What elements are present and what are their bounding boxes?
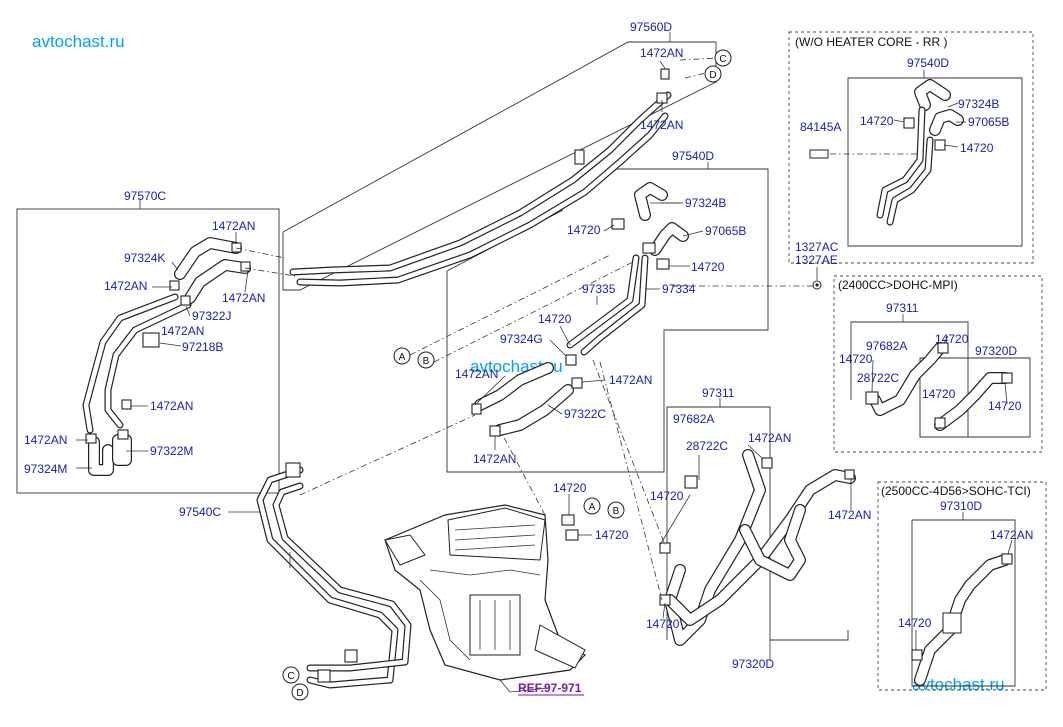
svg-text:C: C bbox=[287, 671, 294, 682]
part-label: 14720 bbox=[691, 260, 725, 274]
part-label: 97682A bbox=[673, 412, 714, 426]
part-label: 1472AN bbox=[212, 219, 255, 233]
reference-label[interactable]: REF.97-971 bbox=[518, 681, 582, 695]
part-label: 97570C bbox=[124, 189, 166, 203]
watermark-bottom-right: avtochast.ru bbox=[912, 675, 1005, 694]
hose-97311-frame bbox=[666, 398, 849, 660]
watermark-top-left: avtochast.ru bbox=[32, 32, 125, 51]
part-label: 28722C bbox=[857, 371, 899, 385]
connector-circle-a-center: A bbox=[393, 347, 411, 365]
part-label: 97322C bbox=[564, 407, 606, 421]
part-label: 1472AN bbox=[748, 431, 791, 445]
part-label: 14720 bbox=[960, 141, 994, 155]
pipe-97560D bbox=[282, 41, 717, 291]
part-label: 14720 bbox=[898, 616, 932, 630]
fastener-1327AC bbox=[812, 280, 822, 290]
part-label: 14720 bbox=[553, 481, 587, 495]
part-label: 97311 bbox=[886, 301, 919, 315]
svg-text:C: C bbox=[719, 54, 726, 65]
part-label: 14720 bbox=[646, 617, 680, 631]
connector-circle-b-heater: B bbox=[607, 501, 625, 519]
variant-box-dohc-mpi bbox=[833, 275, 1043, 453]
part-label: 97560D bbox=[630, 20, 672, 34]
variant-box-wo-heater-core bbox=[788, 31, 1034, 264]
part-label: 1472AN bbox=[104, 279, 147, 293]
part-label: 1472AN bbox=[609, 373, 652, 387]
svg-text:A: A bbox=[399, 352, 406, 363]
heater-unit bbox=[384, 504, 586, 693]
part-label: 1472AN bbox=[150, 399, 193, 413]
part-label: 1472AN bbox=[828, 508, 871, 522]
connector-circle-d-bottom: D bbox=[291, 683, 309, 701]
part-label: 97335 bbox=[582, 282, 616, 296]
part-labels: 97560D 1472AN 1472AN 97570C 1472AN 97324… bbox=[24, 20, 1033, 671]
part-label: 1472AN bbox=[640, 118, 683, 132]
part-label: 97324B bbox=[685, 196, 726, 210]
connector-circle-d-top: D bbox=[704, 65, 722, 83]
part-label: 97322M bbox=[150, 444, 193, 458]
part-label: 97540D bbox=[672, 149, 714, 163]
leader-lines bbox=[76, 32, 1013, 693]
part-label: 97065B bbox=[968, 115, 1009, 129]
part-label: 14720 bbox=[935, 332, 969, 346]
part-label: 97310D bbox=[940, 499, 982, 513]
variant-sohc-tci-parts bbox=[911, 553, 1013, 686]
part-label: 1472AN bbox=[455, 367, 498, 381]
part-label: 97324B bbox=[958, 97, 999, 111]
svg-text:D: D bbox=[296, 688, 303, 699]
part-label: 1472AN bbox=[640, 46, 683, 60]
part-label: 1327AC bbox=[795, 240, 839, 254]
part-label: 97324K bbox=[124, 251, 165, 265]
part-label: 1472AN bbox=[161, 324, 204, 338]
hose-set-97311 bbox=[659, 449, 856, 646]
variant-title-dohc-mpi: (2400CC>DOHC-MPI) bbox=[838, 278, 958, 292]
connector-circle-a-heater: A bbox=[583, 497, 601, 515]
part-label: 1472AN bbox=[222, 291, 265, 305]
svg-text:B: B bbox=[613, 506, 620, 517]
part-label: 97311 bbox=[702, 386, 735, 400]
part-label: 14720 bbox=[988, 399, 1022, 413]
svg-text:B: B bbox=[423, 356, 430, 367]
part-label: 28722C bbox=[686, 439, 728, 453]
hose-set-97540D-center bbox=[471, 182, 689, 437]
variant-title-sohc-tci: (2500CC-4D56>SOHC-TCI) bbox=[881, 484, 1031, 498]
svg-text:D: D bbox=[709, 70, 716, 81]
part-label: 97065B bbox=[705, 224, 746, 238]
part-label: 1472AN bbox=[24, 433, 67, 447]
part-label: 97324G bbox=[500, 332, 543, 346]
part-label: 14720 bbox=[839, 352, 873, 366]
part-label: 97322J bbox=[192, 309, 231, 323]
variant-dohc-mpi-parts bbox=[865, 342, 1013, 431]
connector-circle-c-top: C bbox=[714, 49, 732, 67]
pipe-97540C bbox=[256, 462, 412, 689]
part-label: 97682A bbox=[866, 339, 907, 353]
part-label: 97320D bbox=[732, 657, 774, 671]
part-label: 97324M bbox=[24, 462, 67, 476]
part-label: 14720 bbox=[567, 223, 601, 237]
part-label: 14720 bbox=[538, 312, 572, 326]
left-assembly-frame bbox=[16, 208, 280, 494]
connector-circle-c-bottom: C bbox=[282, 666, 300, 684]
variant-title-wo-heater-core: (W/O HEATER CORE - RR ) bbox=[795, 35, 947, 49]
svg-text:A: A bbox=[589, 502, 596, 513]
part-label: 84145A bbox=[800, 120, 841, 134]
part-label: 1472AN bbox=[990, 528, 1033, 542]
part-label: 1472AN bbox=[473, 452, 516, 466]
part-label: 97218B bbox=[182, 340, 223, 354]
connector-circle-b-center: B bbox=[417, 351, 435, 369]
part-label: 14720 bbox=[650, 489, 684, 503]
hose-set-97570C bbox=[82, 237, 296, 476]
variant-wo-heater-core-parts bbox=[809, 79, 964, 226]
part-label: 1327AE bbox=[795, 253, 838, 267]
part-label: 97334 bbox=[662, 282, 696, 296]
part-label: 97540C bbox=[179, 505, 221, 519]
part-label: 14720 bbox=[595, 528, 629, 542]
variant-box-sohc-tci bbox=[877, 481, 1047, 691]
part-label: 14720 bbox=[922, 387, 956, 401]
part-label: 97540D bbox=[907, 56, 949, 70]
part-label: 14720 bbox=[860, 114, 894, 128]
part-label: 97320D bbox=[975, 344, 1017, 358]
